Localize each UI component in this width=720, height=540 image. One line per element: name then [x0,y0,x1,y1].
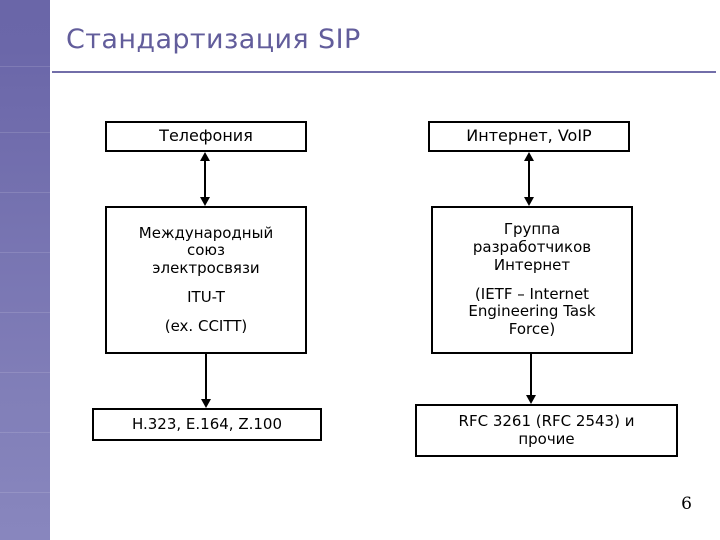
arrowhead-down-icon [526,395,536,404]
arrowhead-up-icon [524,152,534,161]
arrow-shaft [204,155,206,203]
node-itu-standards: H.323, E.164, Z.100 [92,408,322,441]
org-name-line: разработчиков [472,238,592,257]
connector-ietf-to-standards [525,354,537,404]
page-number: 6 [681,494,692,514]
org-expansion-line: Engineering Task [468,302,596,321]
org-name-line: союз [186,241,226,260]
node-itu-organization: Международный союз электросвязи ITU-T (e… [105,206,307,354]
org-name-line: Группа [503,220,561,239]
rail-band [0,66,50,67]
org-former-name: (ex. CCITT) [164,316,248,335]
org-name-line: Международный [138,223,274,242]
rail-band [0,372,50,373]
node-telephony-domain: Телефония [105,121,307,152]
node-label: Телефония [159,126,253,146]
org-expansion-line: (IETF – Internet [474,284,590,303]
rail-band [0,432,50,433]
node-ietf-organization: Группа разработчиков Интернет (IETF – In… [431,206,633,354]
org-name-line: Интернет [493,255,571,274]
rail-band [0,492,50,493]
org-name-line: электросвязи [152,259,260,278]
node-internet-domain: Интернет, VoIP [428,121,630,152]
rail-band [0,192,50,193]
rail-band [0,312,50,313]
org-expansion-line: Force) [508,319,556,338]
org-acronym: ITU-T [187,287,225,306]
title-divider [52,71,716,73]
page-title: Стандартизация SIP [66,24,361,55]
node-label: Интернет, VoIP [466,126,592,146]
arrow-shaft [205,354,207,402]
node-ietf-standards: RFC 3261 (RFC 2543) и прочие [415,404,678,457]
arrowhead-down-icon [201,399,211,408]
arrowhead-up-icon [200,152,210,161]
connector-internet-to-ietf [523,152,535,206]
arrowhead-down-icon [200,197,210,206]
rail-band [0,252,50,253]
node-label: H.323, E.164, Z.100 [131,414,283,433]
rail-band [0,132,50,133]
arrow-shaft [530,354,532,398]
connector-itu-to-standards [200,354,212,408]
node-label-line: RFC 3261 (RFC 2543) и [458,411,635,430]
decorative-side-rail [0,0,50,540]
connector-telephony-to-itu [199,152,211,206]
arrowhead-down-icon [524,197,534,206]
arrow-shaft [528,155,530,203]
node-label-line: прочие [518,429,575,448]
